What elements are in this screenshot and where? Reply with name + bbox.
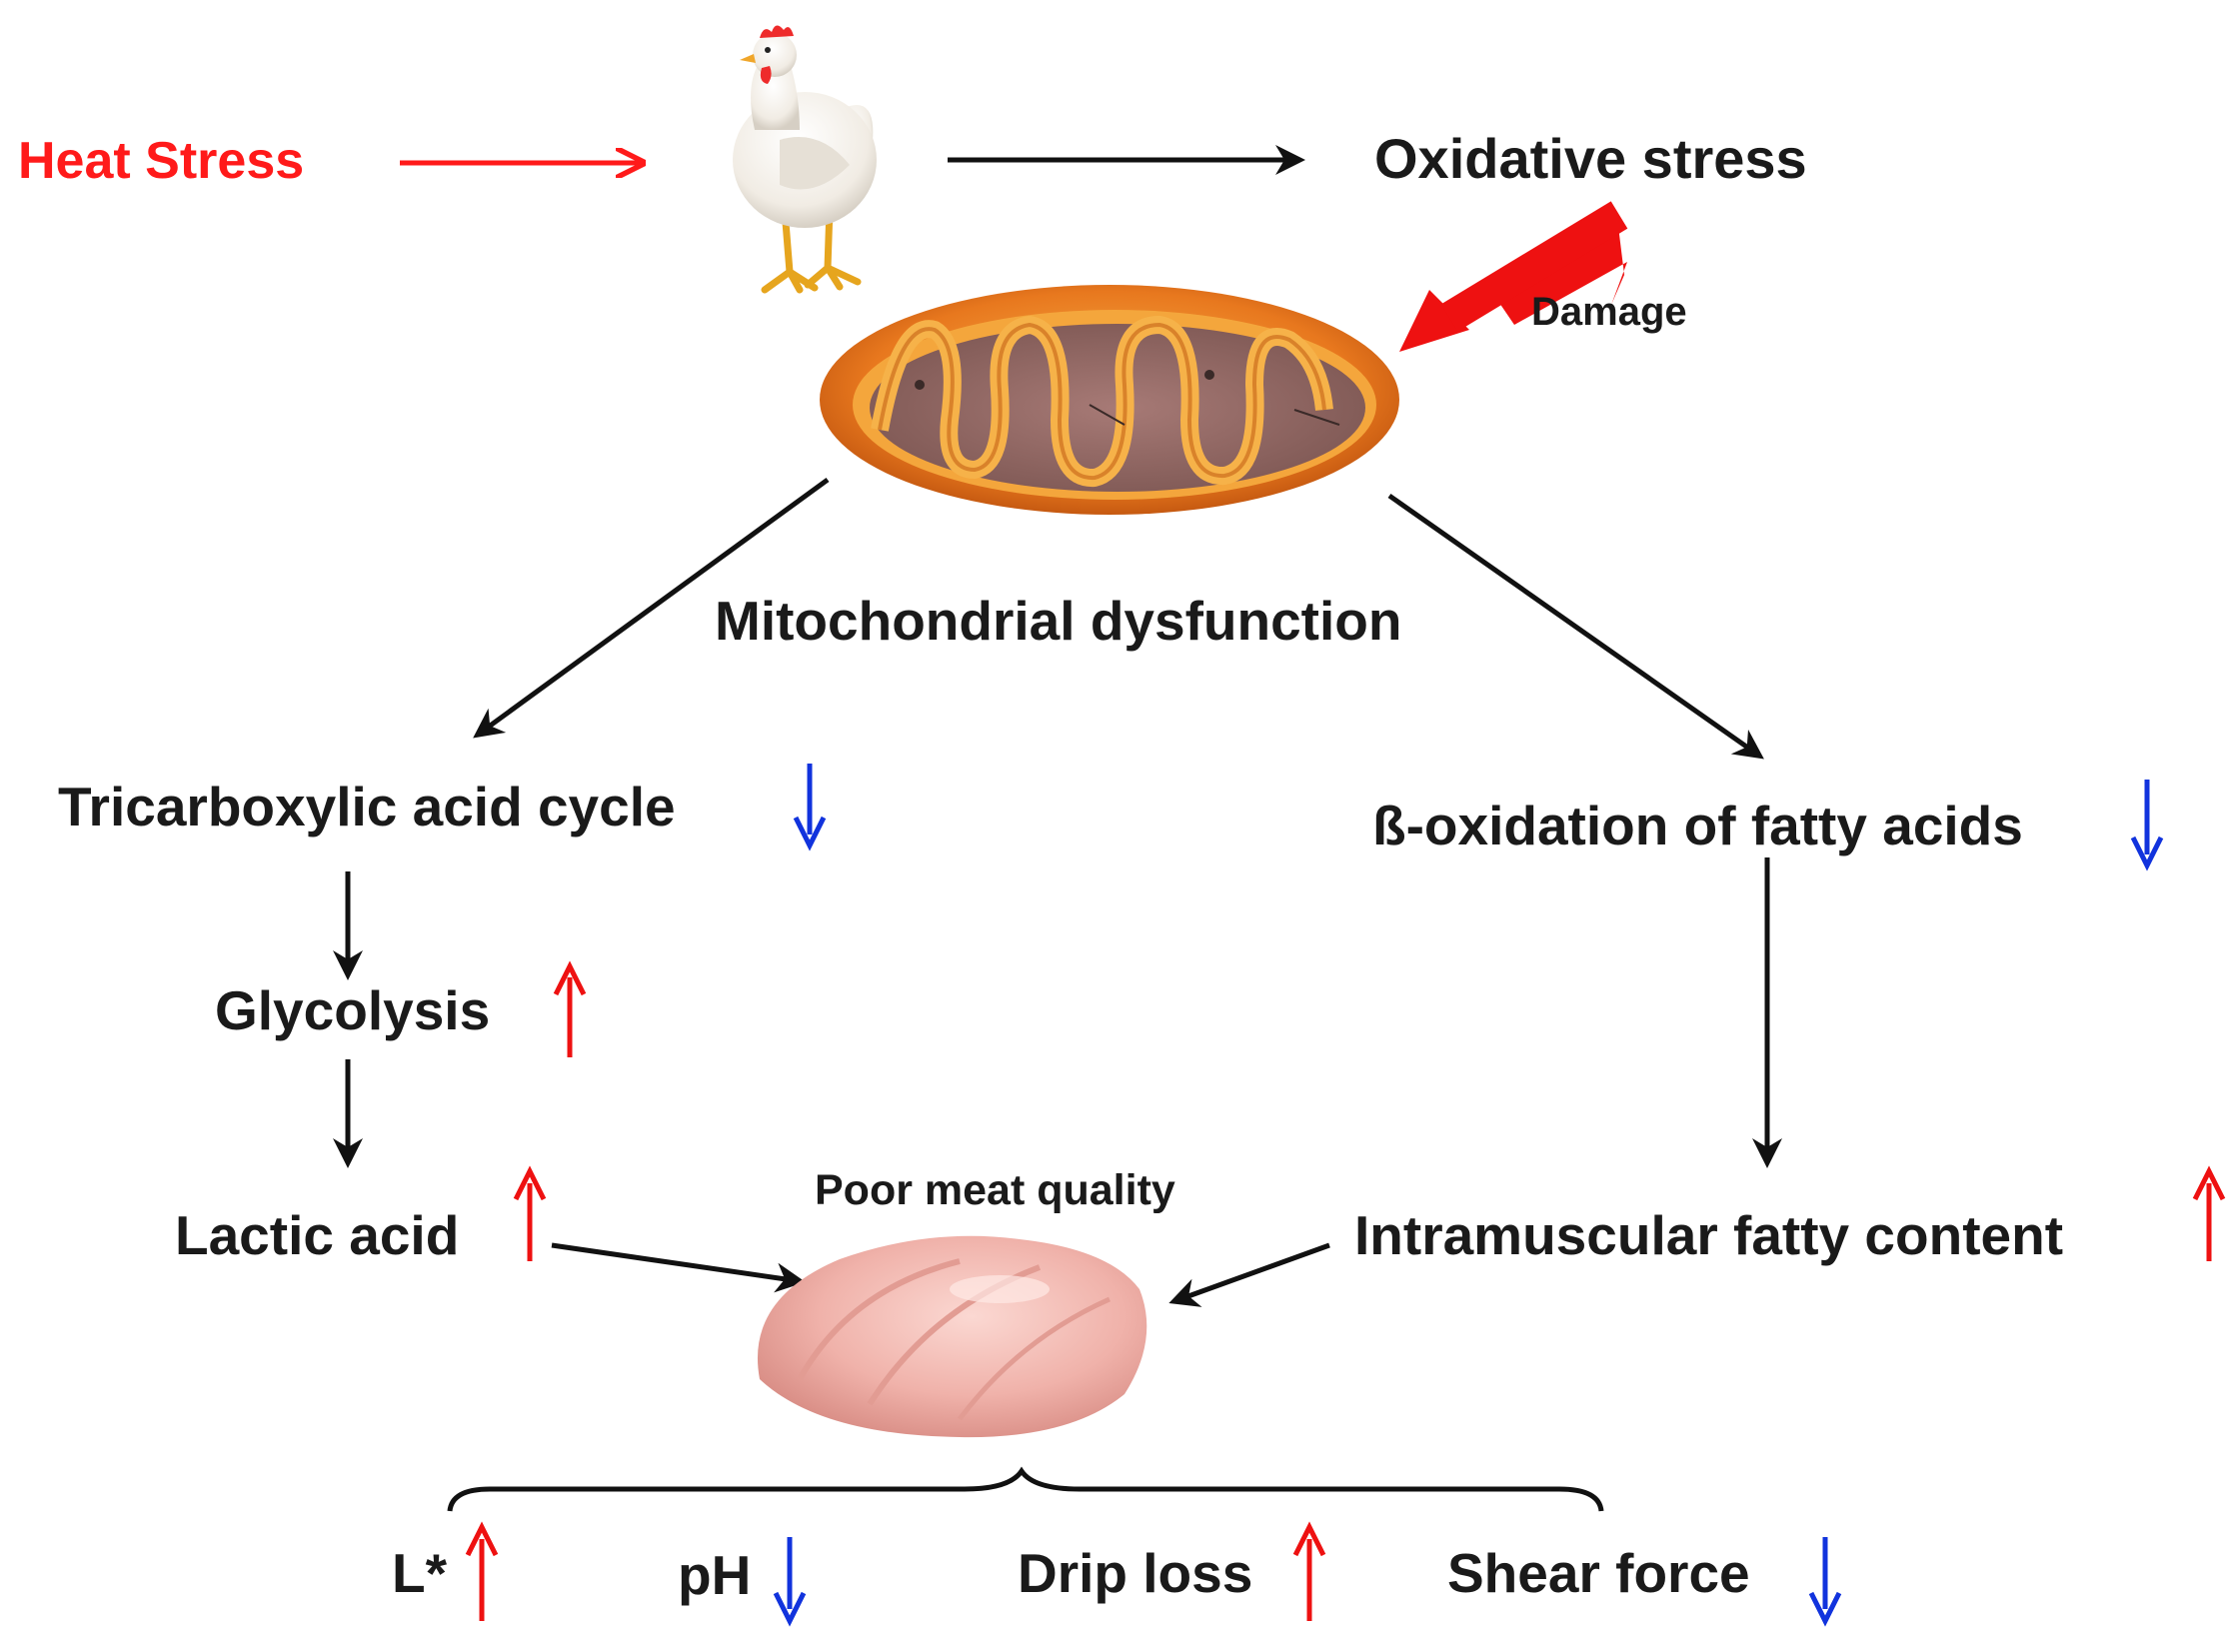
lactic-to-meat-arrow xyxy=(551,1242,806,1293)
mitochondrial-dysfunction-label: Mitochondrial dysfunction xyxy=(715,590,1401,652)
quality-brace xyxy=(447,1466,1604,1512)
damage-arrow-head xyxy=(1399,290,1469,352)
mito-to-beta-arrow xyxy=(1387,493,1764,760)
beta-oxidation-trend-down-arrow xyxy=(2130,780,2164,871)
shear-force-label: Shear force xyxy=(1447,1542,1750,1604)
mitochondrion-icon xyxy=(820,285,1399,515)
glycolysis-label: Glycolysis xyxy=(215,979,490,1041)
chicken-icon xyxy=(733,25,877,294)
damage-label: Damage xyxy=(1531,290,1687,334)
tca-trend-down-arrow xyxy=(793,764,827,851)
drip-loss-label: Drip loss xyxy=(1018,1542,1252,1604)
ph-trend-down-arrow xyxy=(773,1537,807,1627)
mito-to-tca-arrow xyxy=(473,477,830,739)
oxidative-stress-label: Oxidative stress xyxy=(1374,127,1807,190)
intramuscular-fat-label: Intramuscular fatty content xyxy=(1354,1204,2063,1266)
poor-meat-quality-label: Poor meat quality xyxy=(815,1166,1175,1214)
tca-cycle-label: Tricarboxylic acid cycle xyxy=(58,776,676,837)
l-star-label: L* xyxy=(392,1542,448,1604)
chicken-breast-icon xyxy=(757,1235,1147,1438)
drip-loss-trend-up-arrow xyxy=(1292,1521,1326,1621)
lactic-acid-trend-up-arrow xyxy=(513,1165,547,1261)
ph-label: pH xyxy=(678,1544,751,1606)
beta-oxidation-label: ß-oxidation of fatty acids xyxy=(1372,795,2023,856)
shear-force-trend-down-arrow xyxy=(1808,1537,1842,1627)
intramuscular-fat-trend-up-arrow xyxy=(2192,1165,2226,1261)
heat-stress-label: Heat Stress xyxy=(18,132,304,190)
glycolysis-trend-up-arrow xyxy=(553,960,587,1057)
fat-to-meat-arrow xyxy=(1168,1242,1330,1307)
l-star-trend-up-arrow xyxy=(465,1521,499,1621)
lactic-acid-label: Lactic acid xyxy=(175,1204,459,1266)
